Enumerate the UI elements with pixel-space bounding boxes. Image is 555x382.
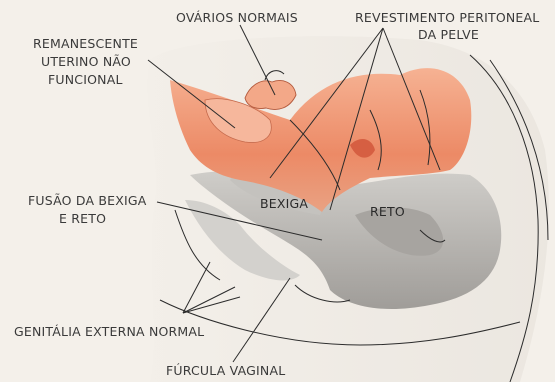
label-fusion-line2: E RETO: [59, 211, 106, 226]
label-uterine-line1: REMANESCENTE: [33, 36, 138, 51]
label-peritoneal-line2: DA PELVE: [418, 27, 479, 42]
label-bladder: BEXIGA: [260, 196, 308, 211]
label-fourchette: FÚRCULA VAGINAL: [166, 363, 285, 378]
label-uterine-line3: FUNCIONAL: [48, 72, 123, 87]
label-external-genitalia: GENITÁLIA EXTERNA NORMAL: [14, 324, 204, 339]
label-peritoneal-line1: REVESTIMENTO PERITONEAL: [355, 10, 539, 25]
label-fusion-line1: FUSÃO DA BEXIGA: [28, 193, 147, 208]
label-rectum: RETO: [370, 204, 405, 219]
label-ovaries: OVÁRIOS NORMAIS: [176, 10, 298, 25]
label-uterine-line2: UTERINO NÃO: [41, 54, 131, 69]
